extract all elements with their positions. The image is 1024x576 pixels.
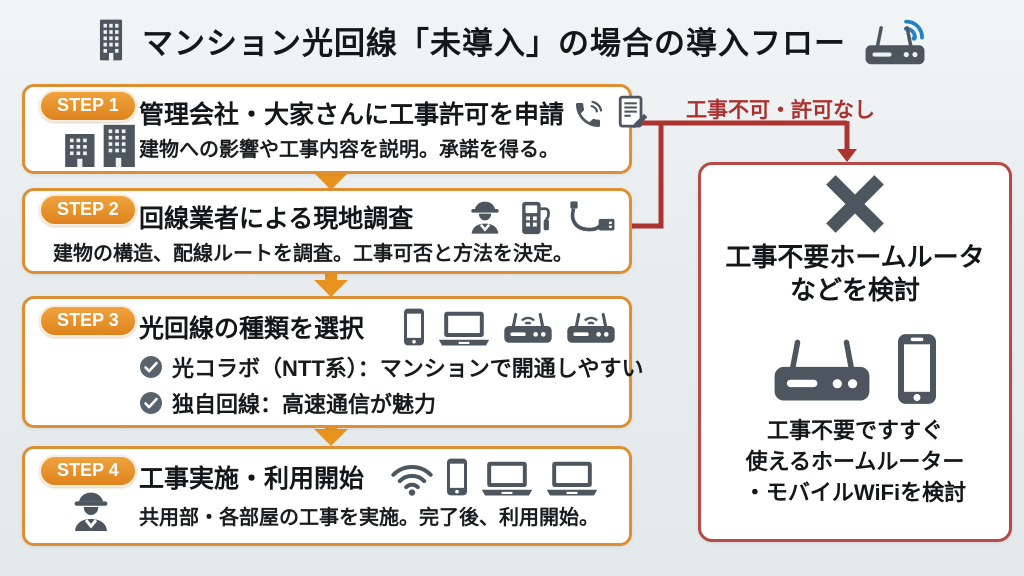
- smartphone-icon: [447, 458, 467, 496]
- router-icon: [774, 339, 870, 401]
- step2-badge: STEP 2: [39, 194, 137, 226]
- smartphone-icon: [898, 334, 936, 404]
- alt-box-heading-line2: などを検討: [789, 275, 920, 306]
- alt-box-desc-line1: 工事不要ですすぐ: [766, 418, 943, 443]
- tester-icon: [522, 201, 550, 235]
- wifi-icon: [391, 464, 433, 496]
- step2-desc: 建物の構造、配線ルートを調査。工事可否と方法を決定。: [53, 243, 573, 265]
- document-icon: [618, 95, 648, 129]
- router-icon: [504, 312, 552, 343]
- step3-bullet-2: 独自回線：高速通信が魅力: [139, 387, 436, 419]
- laptop-icon: [438, 311, 490, 346]
- phone-call-icon: [576, 100, 603, 127]
- check-icon: [140, 356, 162, 378]
- worker-icon: [74, 492, 108, 531]
- alt-box-heading-line1: 工事不要ホームルータ: [725, 242, 985, 272]
- step3-badge: STEP 3: [39, 305, 137, 337]
- step3-bullet-2-text: 独自回線：高速通信が魅力: [172, 392, 437, 417]
- buildings-icon: [65, 124, 135, 167]
- alt-box-desc: 工事不要ですすぐ 使えるホームルーター ・モバイルWiFiを検討: [701, 415, 1009, 509]
- alt-box-heading: 工事不要ホームルータ などを検討: [701, 241, 1009, 308]
- step3-bullet-1-text: 光コラボ（NTT系）：マンションで開通しやすい: [172, 356, 644, 381]
- step3-bullet-1: 光コラボ（NTT系）：マンションで開通しやすい: [139, 351, 644, 383]
- smartphone-icon: [404, 308, 424, 346]
- step3-box: STEP 3 光回線の種類を選択: [22, 296, 644, 428]
- step1-badge: STEP 1: [39, 90, 137, 122]
- alt-box: 工事不要ホームルータ などを検討 工事不要ですすぐ 使えるホームルーター ・モバ…: [698, 162, 1012, 542]
- step1-heading: 管理会社・大家さんに工事許可を申請: [139, 101, 565, 129]
- alt-box-desc-line3: ・モバイルWiFiを検討: [743, 480, 967, 506]
- step1-desc: 建物への影響や工事内容を説明。承諾を得る。: [139, 139, 559, 161]
- title-row: マンション光回線「未導入」の場合の導入フロー: [0, 10, 1024, 70]
- step4-badge: STEP 4: [39, 455, 137, 487]
- step4-heading: 工事実施・利用開始: [139, 465, 365, 493]
- step4-box: STEP 4 工事実施・利用開始: [22, 446, 632, 546]
- router-wifi-icon: [865, 19, 925, 65]
- step3-heading: 光回線の種類を選択: [139, 315, 365, 343]
- router-icon: [567, 312, 615, 343]
- building-icon: [99, 19, 123, 61]
- step2-heading: 回線業者による現地調査: [139, 205, 414, 233]
- alt-box-desc-line2: 使えるホームルーター: [745, 449, 965, 475]
- page-title: マンション光回線「未導入」の場合の導入フロー: [142, 25, 846, 61]
- x-mark-icon: [826, 175, 884, 233]
- check-icon: [140, 392, 162, 414]
- laptop-icon: [481, 461, 533, 496]
- branch-label: 工事不可・許可なし: [686, 99, 875, 122]
- usb-cable-icon: [570, 201, 615, 232]
- step2-box: STEP 2 回線業者による現地調査: [22, 188, 632, 274]
- step4-desc: 共用部・各部屋の工事を実施。完了後、利用開始。: [139, 507, 599, 529]
- step1-box: STEP 1 管理会社・大家さんに工事許可を申請: [22, 84, 648, 174]
- worker-icon: [471, 201, 499, 234]
- laptop-icon: [546, 461, 598, 496]
